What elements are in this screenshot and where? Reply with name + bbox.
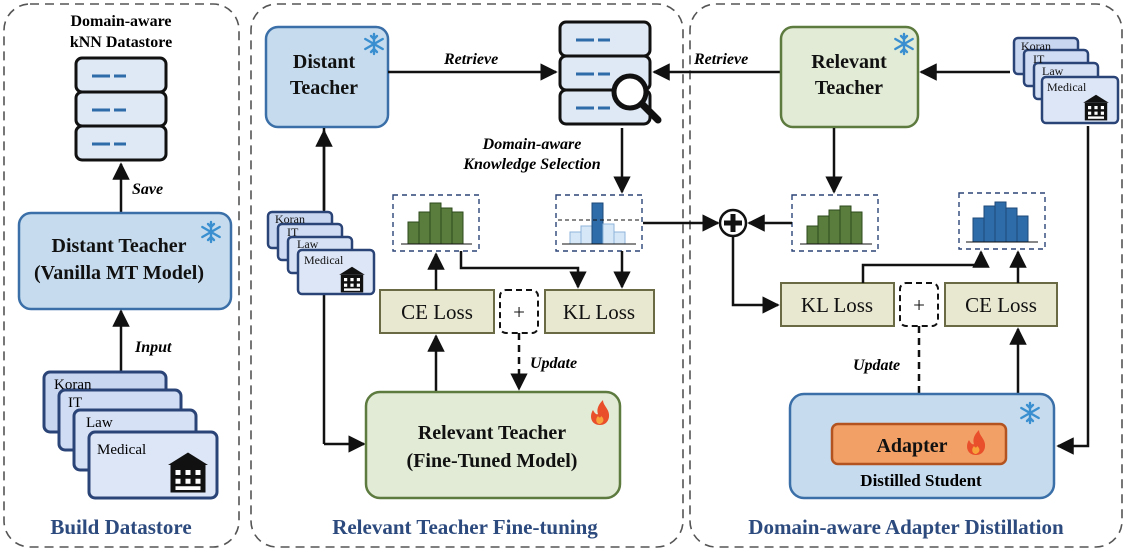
student-prob-dist-bars — [966, 201, 1038, 243]
ce-loss-box-distill — [944, 282, 1058, 327]
build-datastore-panel — [3, 3, 240, 548]
domain-stack-small: Koran IT Law Medical — [266, 210, 376, 296]
kl-loss-label-finetune: KL Loss — [563, 300, 635, 324]
domain-law: Law — [297, 237, 319, 251]
retrieve-label-left: Retrieve — [443, 51, 498, 68]
database-icon — [74, 56, 168, 162]
retrieve-label-right: Retrieve — [693, 51, 748, 68]
ce-loss-label-distill: CE Loss — [965, 293, 1037, 317]
plus-box-finetune — [499, 289, 539, 334]
selection-line2: Knowledge Selection — [462, 156, 600, 173]
domain-law: Law — [1042, 64, 1064, 78]
domain-medical: Medical — [97, 442, 146, 458]
input-label: Input — [134, 339, 172, 356]
domain-law: Law — [86, 415, 113, 431]
update-label-finetune: Update — [530, 355, 577, 372]
distant-teacher-vanilla-box[interactable] — [17, 211, 233, 311]
ce-loss-label-finetune: CE Loss — [401, 300, 473, 324]
save-label: Save — [132, 181, 163, 198]
distant-teacher-line1: Distant — [293, 51, 356, 73]
relevant-teacher-line2: Teacher — [815, 77, 883, 99]
relevant-teacher-finetuned-line1: Relevant Teacher — [418, 422, 566, 444]
domain-it: IT — [287, 225, 299, 239]
datastore-title-line2: kNN Datastore — [70, 34, 172, 51]
adapter-box[interactable] — [830, 422, 1008, 466]
teacher-prob-dist-bars — [800, 205, 872, 245]
domain-it: IT — [1033, 52, 1045, 66]
kl-loss-label-distill: KL Loss — [801, 293, 873, 317]
relevant-teacher-finetuned-line2: (Fine-Tuned Model) — [407, 450, 578, 472]
student-prob-dist-box — [958, 192, 1046, 250]
distant-teacher-line2: Teacher — [290, 77, 358, 99]
plus-label-finetune: + — [513, 300, 525, 324]
update-label-distill: Update — [853, 357, 900, 374]
distant-teacher-vanilla-line2: (Vanilla MT Model) — [34, 262, 204, 284]
relevant-prob-dist-bars — [401, 202, 472, 245]
relevant-teacher-box[interactable] — [779, 25, 920, 129]
domain-koran: Koran — [275, 212, 305, 226]
domains-to-student-arrow — [1056, 126, 1090, 455]
relevant-teacher-line1: Relevant — [811, 51, 887, 73]
domain-koran: Koran — [1021, 39, 1051, 53]
adapter-label: Adapter — [876, 435, 947, 457]
distill-title: Domain-aware Adapter Distillation — [748, 515, 1064, 539]
distill-panel — [689, 3, 1123, 548]
hist-to-kl-arrow — [459, 251, 587, 289]
relevant-prob-dist-box — [392, 194, 480, 252]
relevant-teacher-finetuned-box[interactable] — [364, 390, 622, 500]
knn-prob-dist-box — [555, 194, 643, 252]
kl-to-student-hist-arrow — [861, 250, 990, 283]
domain-it: IT — [68, 395, 82, 411]
domain-koran: Koran — [54, 377, 92, 393]
magnifier-icon — [611, 73, 662, 124]
ce-loss-box-finetune — [379, 289, 495, 334]
finetune-title: Relevant Teacher Fine-tuning — [332, 515, 598, 539]
domain-stack-right: Koran IT Law Medical — [1012, 36, 1120, 125]
domain-medical: Medical — [1047, 80, 1087, 94]
domain-medical: Medical — [304, 253, 344, 267]
plus-label-distill: + — [913, 293, 925, 317]
plus-box-distill — [899, 282, 939, 327]
finetune-panel — [250, 3, 684, 548]
distant-teacher-vanilla-line1: Distant Teacher — [52, 235, 187, 257]
selection-line1: Domain-aware — [482, 136, 582, 153]
kl-loss-box-distill — [780, 282, 895, 327]
distilled-student-label: Distilled Student — [860, 471, 982, 490]
kl-loss-box-finetune — [544, 289, 655, 334]
distant-teacher-box[interactable] — [264, 25, 390, 129]
plus-circle-icon — [718, 208, 748, 238]
build-datastore-title: Build Datastore — [50, 515, 191, 539]
domain-stack-large: Koran IT Law Medical — [42, 370, 219, 500]
knn-prob-dist-bars — [558, 202, 640, 245]
plus-to-kl-arrow — [731, 236, 780, 314]
datastore-title-line1: Domain-aware — [70, 13, 171, 30]
